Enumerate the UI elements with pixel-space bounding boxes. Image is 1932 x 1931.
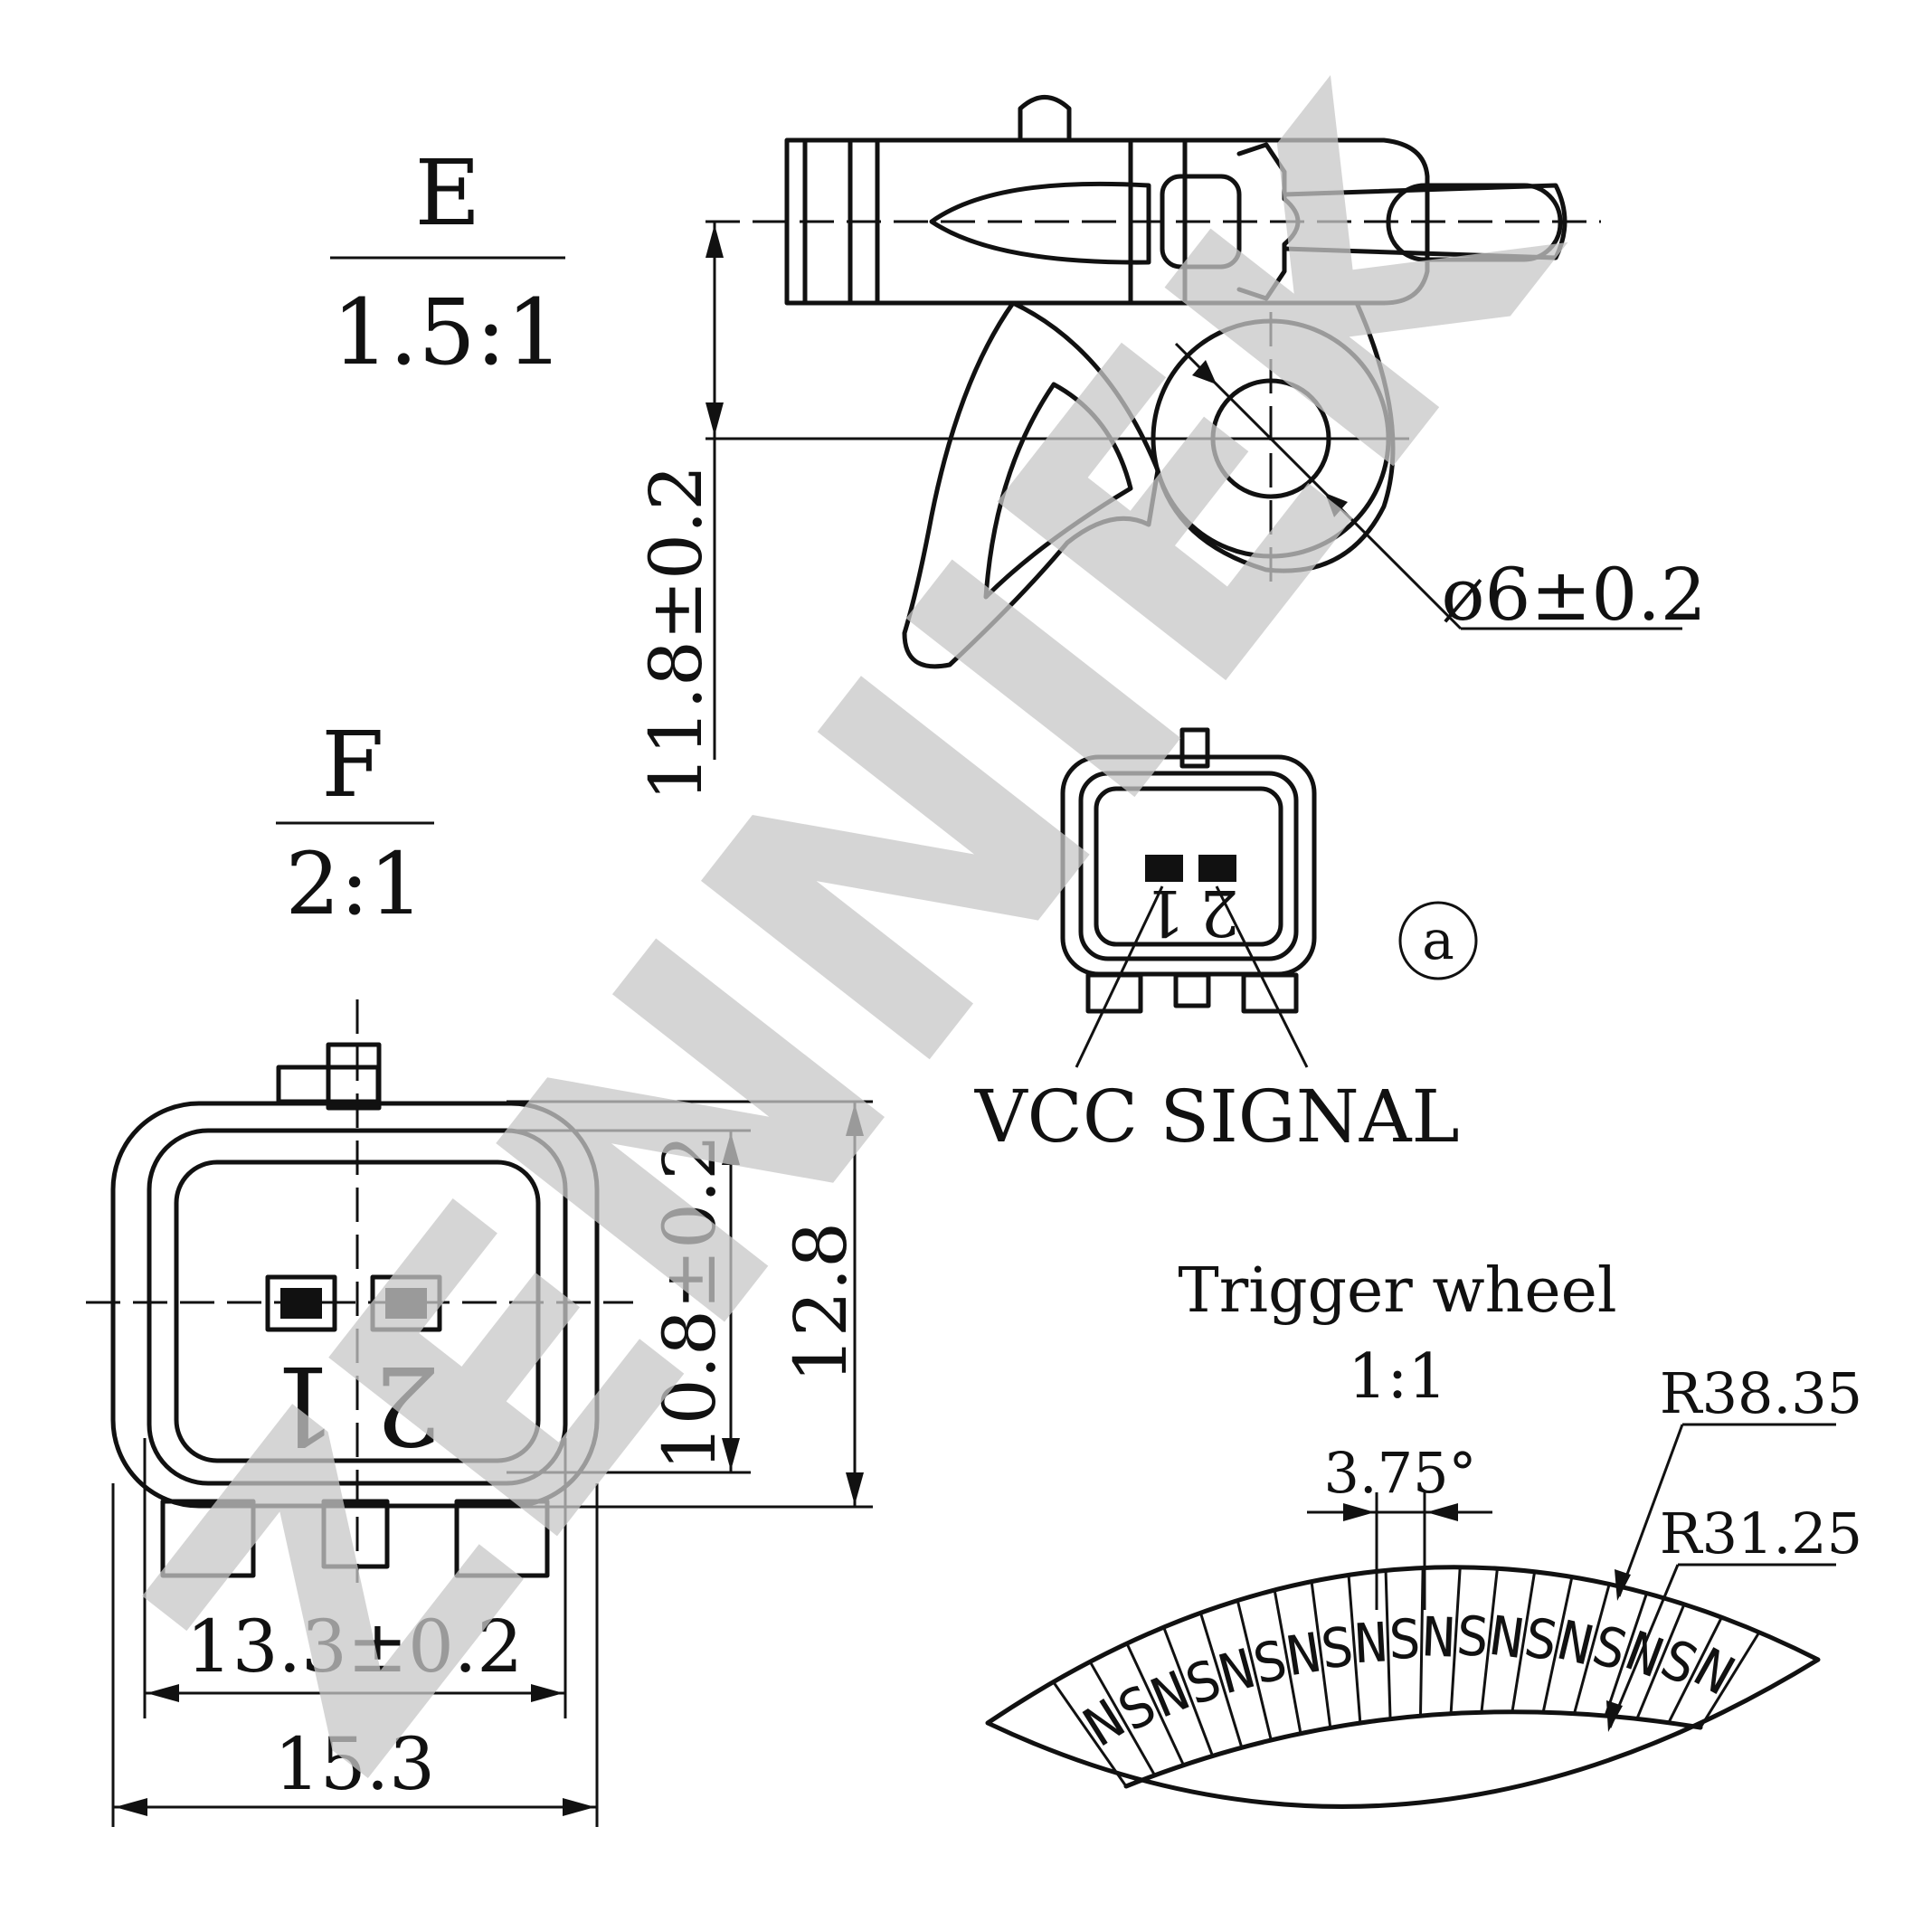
pole-label: S (1454, 1604, 1492, 1671)
pole-label: S (1318, 1615, 1357, 1681)
mounting-hook (902, 300, 1160, 669)
dim-15-3: 15.3 (274, 1722, 435, 1806)
pole-divider (1667, 1616, 1723, 1724)
pinout-foot (1173, 972, 1211, 1008)
arrow-head (722, 1438, 740, 1471)
pole-label: N (1421, 1605, 1456, 1670)
pinout-inner-shell (1078, 771, 1299, 961)
pinout-pin-1 (1145, 855, 1183, 882)
view-f-scale: 2:1 (286, 835, 424, 934)
pole-divider (1699, 1631, 1761, 1728)
view-e-letter: E (415, 140, 481, 246)
body-tab (1018, 95, 1072, 140)
vcc-label: VCC (974, 1074, 1138, 1159)
arrow-head (1426, 1503, 1458, 1521)
pole-divider (1541, 1576, 1574, 1713)
pinout-foot (1085, 972, 1143, 1014)
arrow-head (846, 1472, 864, 1505)
view-e: E 1.5:1 11.8±0.2 ø6 (330, 95, 1707, 801)
dim-11-8: 11.8±0.2 (634, 465, 718, 801)
sensor-body-side (784, 137, 1430, 306)
key-tab (326, 1042, 382, 1111)
r-inner-leader (1608, 1564, 1680, 1728)
pole-divider (1480, 1568, 1499, 1713)
dim-diameter: ø6±0.2 (1441, 553, 1706, 637)
arrow-head (846, 1103, 864, 1136)
pole-divider (1604, 1593, 1649, 1717)
signal-leader (1215, 885, 1309, 1068)
arrow-head (1615, 1569, 1631, 1601)
view-e-scale: 1.5:1 (332, 279, 564, 385)
r-outer-leader (1617, 1424, 1684, 1597)
pole-label: N (1353, 1611, 1389, 1676)
view-f: F 2:1 1 2 13.3±0.2 15.3 (86, 712, 873, 1827)
hook-slot (983, 382, 1133, 600)
pole-divider (1573, 1584, 1611, 1714)
view-a: 1 2 VCC SIGNAL a (974, 727, 1478, 1159)
dim-r-inner: R31.25 (1660, 1500, 1862, 1567)
view-a-marker: a (1422, 909, 1454, 972)
pole-label: S (1388, 1608, 1422, 1671)
dim-12-8: 12.8 (779, 1222, 863, 1383)
connector-foot-right (454, 1499, 550, 1578)
dim-10-8: 10.8±0.2 (648, 1134, 732, 1471)
view-f-letter: F (321, 712, 384, 818)
arrow-head (706, 224, 724, 258)
dim-13-3: 13.3±0.2 (186, 1604, 523, 1689)
wheel-inner-arc (1123, 1709, 1703, 1789)
pinout-cavity (1094, 786, 1283, 947)
trigger-wheel-title: Trigger wheel (1178, 1255, 1616, 1327)
arrow-head (147, 1684, 179, 1702)
signal-label: SIGNAL (1160, 1074, 1459, 1159)
pole-divider (1347, 1575, 1362, 1724)
vcc-leader (1075, 885, 1164, 1068)
arrow-head (1325, 493, 1348, 517)
connector-foot-center (321, 1499, 390, 1569)
pole-divider (1511, 1571, 1537, 1712)
pole-divider (1052, 1680, 1128, 1787)
pole-divider (1236, 1600, 1273, 1741)
arrow-head (531, 1684, 564, 1702)
circled-a-icon: a (1398, 901, 1478, 980)
pole-divider (1088, 1661, 1156, 1776)
pinout-pin-2-number: 2 (1199, 876, 1240, 950)
pole-divider (1449, 1567, 1462, 1714)
arrow-head (563, 1798, 595, 1816)
arrow-head (1343, 1503, 1375, 1521)
pinout-pin-2 (1198, 855, 1236, 882)
dim-r-outer: R38.35 (1660, 1360, 1862, 1426)
wheel-segment-outline (985, 1565, 1821, 1809)
pinout-foot (1241, 972, 1299, 1014)
dim-angle: 3.75° (1323, 1440, 1476, 1506)
mounting-ear (1010, 300, 1396, 573)
trigger-wheel-scale: 1:1 (1348, 1341, 1446, 1413)
pole-divider (1384, 1570, 1392, 1719)
pinout-key (1179, 727, 1210, 769)
pin-2-number: 2 (373, 1341, 441, 1467)
connector-foot-left (160, 1499, 256, 1578)
pole-divider (1125, 1642, 1185, 1766)
arrow-head (115, 1798, 147, 1816)
pole-divider (1635, 1604, 1686, 1719)
pole-divider (1310, 1581, 1332, 1728)
pinout-pin-1-number: 1 (1145, 876, 1186, 950)
pole-divider (1162, 1626, 1215, 1757)
body-tip (929, 181, 1151, 265)
arrow-head (722, 1132, 740, 1165)
pin-1-number: 1 (269, 1341, 337, 1467)
arrow-head (1606, 1700, 1623, 1732)
arrow-head (706, 402, 724, 436)
pole-divider (1273, 1589, 1302, 1734)
dia-leader (1174, 342, 1463, 630)
pole-divider (1418, 1567, 1425, 1717)
arrow-head (1192, 360, 1217, 384)
pole-divider (1198, 1612, 1244, 1748)
